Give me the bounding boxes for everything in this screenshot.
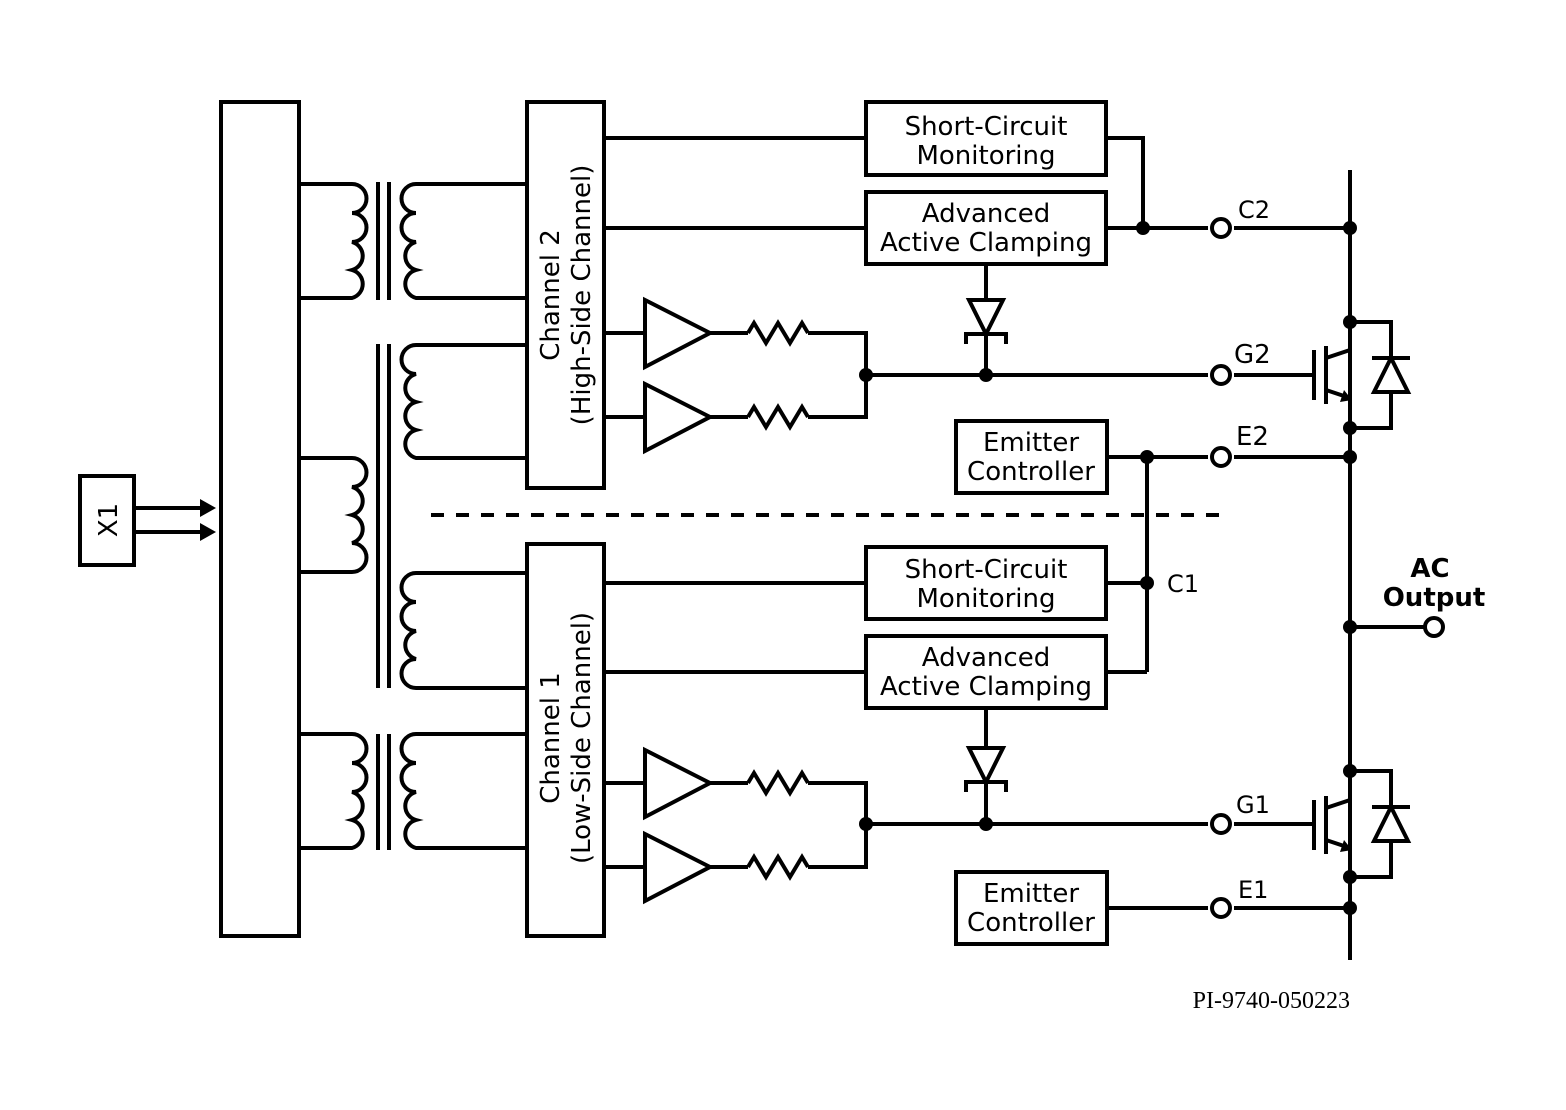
svg-text:Short-Circuit: Short-Circuit — [905, 555, 1068, 585]
svg-text:Output: Output — [1383, 583, 1486, 613]
x1-label: X1 — [94, 503, 124, 537]
svg-text:G2: G2 — [1234, 340, 1271, 370]
svg-text:Advanced: Advanced — [922, 199, 1050, 229]
transformer-middle — [299, 343, 525, 690]
emitter-controller-2: Emitter Controller — [954, 419, 1109, 495]
short-circuit-monitoring-1: Short-Circuit Monitoring — [864, 545, 1108, 621]
terminal-c2: C2 — [1210, 196, 1350, 239]
short-circuit-monitoring-2: Short-Circuit Monitoring — [864, 100, 1108, 177]
terminal-g1: G1 — [1210, 791, 1314, 835]
svg-text:C2: C2 — [1238, 196, 1270, 224]
part-number: PI-9740-050223 — [1193, 988, 1350, 1014]
svg-text:E1: E1 — [1238, 876, 1268, 904]
channel-1-subtitle: (Low-Side Channel) — [567, 612, 597, 864]
transformer-bottom — [299, 732, 525, 850]
active-clamping-1: Advanced Active Clamping — [864, 634, 1108, 710]
gate-buffers-1 — [604, 746, 1208, 905]
svg-text:Emitter: Emitter — [983, 879, 1079, 909]
x1-connector: X1 — [78, 474, 216, 567]
svg-text:G1: G1 — [1236, 791, 1270, 819]
tvs-diode-2 — [964, 264, 1008, 375]
primary-logic-block — [219, 100, 301, 938]
gate-buffers-2 — [604, 296, 1208, 455]
svg-text:C1: C1 — [1167, 570, 1199, 598]
svg-text:Short-Circuit: Short-Circuit — [905, 112, 1068, 142]
igbt-low-side — [1312, 764, 1412, 884]
svg-text:Monitoring: Monitoring — [916, 141, 1055, 171]
tvs-diode-1 — [964, 708, 1008, 824]
svg-text:Emitter: Emitter — [983, 428, 1079, 458]
svg-text:Active Clamping: Active Clamping — [880, 228, 1092, 258]
channel-2-title: Channel 2 — [536, 229, 566, 361]
emitter-controller-1: Emitter Controller — [954, 870, 1109, 946]
svg-text:Controller: Controller — [967, 908, 1095, 938]
channel-2-subtitle: (High-Side Channel) — [567, 165, 597, 426]
ac-output-terminal: AC Output — [1343, 554, 1486, 638]
terminal-c1: C1 — [1167, 570, 1199, 598]
svg-text:E2: E2 — [1236, 422, 1269, 452]
svg-text:Active Clamping: Active Clamping — [880, 672, 1092, 702]
channel-1-title: Channel 1 — [536, 672, 566, 804]
channel-2-block: Channel 2 (High-Side Channel) — [525, 100, 606, 490]
active-clamping-2: Advanced Active Clamping — [864, 190, 1108, 266]
terminal-g2: G2 — [1210, 340, 1314, 386]
terminal-e1: E1 — [1210, 876, 1350, 919]
svg-text:Monitoring: Monitoring — [916, 584, 1055, 614]
igbt-high-side — [1312, 315, 1412, 435]
svg-text:AC: AC — [1410, 554, 1449, 584]
channel-1-block: Channel 1 (Low-Side Channel) — [525, 542, 606, 938]
svg-text:Advanced: Advanced — [922, 643, 1050, 673]
transformer-top — [299, 182, 525, 300]
svg-text:Controller: Controller — [967, 457, 1095, 487]
terminal-e2: E2 — [1210, 422, 1350, 468]
